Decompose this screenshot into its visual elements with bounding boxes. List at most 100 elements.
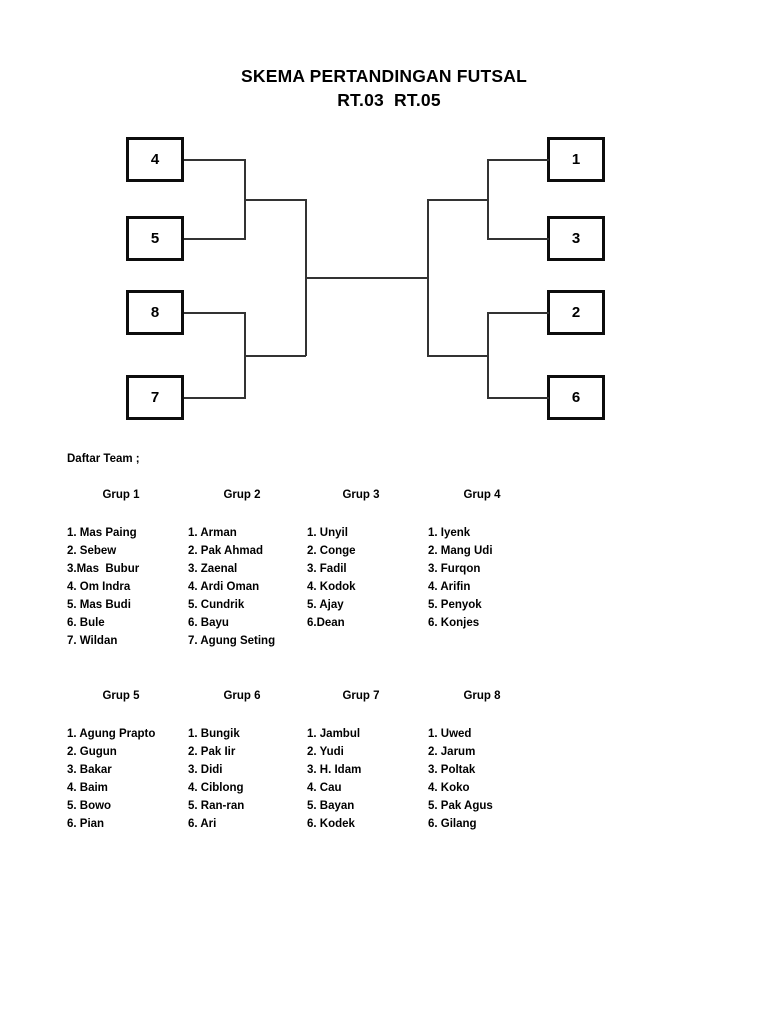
bracket-seed-box-left-2[interactable]: 5 [126,216,184,261]
group-member: 1. Arman [188,527,237,539]
group-member: 3. H. Idam [307,764,362,776]
group-member-list-1: 1. Mas Paing 2. Sebew 3.Mas Bubur 4. Om … [67,524,197,650]
group-block-7: Grup 7 1. Jambul 2. Yudi 3. H. Idam 4. C… [307,690,437,833]
bracket-seed-box-right-4[interactable]: 6 [547,375,605,420]
bracket-seed-box-right-1[interactable]: 1 [547,137,605,182]
group-member: 5. Ran-ran [188,800,245,812]
group-member: 2. Sebew [67,545,117,557]
group-member: 3. Fadil [307,563,347,575]
group-title-2: Grup 2 [223,489,261,501]
group-block-6: Grup 6 1. Bungik 2. Pak Iir 3. Didi 4. C… [188,690,318,833]
group-member: 1. Mas Paing [67,527,137,539]
team-list-heading: Daftar Team ; [67,453,140,465]
bracket-connector-left-top-out [244,199,306,201]
group-block-3: Grup 3 1. Unyil 2. Conge 3. Fadil 4. Kod… [307,489,437,632]
bracket-seed-box-left-3[interactable]: 8 [126,290,184,335]
group-member: 7. Wildan [67,635,118,647]
group-member: 4. Baim [67,782,108,794]
group-member: 3. Zaenal [188,563,238,575]
group-member: 6. Konjes [428,617,480,629]
bracket-seed-box-right-2[interactable]: 3 [547,216,605,261]
group-member: 4. Koko [428,782,470,794]
group-member: 2. Jarum [428,746,476,758]
group-block-5: Grup 5 1. Agung Prapto 2. Gugun 3. Bakar… [67,690,197,833]
group-block-8: Grup 8 1. Uwed 2. Jarum 3. Poltak 4. Kok… [428,690,558,833]
bracket-connector-left-top-2 [184,238,246,240]
group-title-8: Grup 8 [463,690,501,702]
bracket-seed-box-left-4[interactable]: 7 [126,375,184,420]
group-member: 5. Ajay [307,599,344,611]
group-member: 5. Cundrik [188,599,245,611]
bracket-connector-right-top-2 [487,238,549,240]
group-block-2: Grup 2 1. Arman 2. Pak Ahmad 3. Zaenal 4… [188,489,318,650]
title-line-2: RT.03 RT.05 [337,90,441,110]
group-member: 4. Om Indra [67,581,131,593]
group-title-7: Grup 7 [342,690,380,702]
group-member: 6. Kodek [307,818,355,830]
group-member: 6. Bayu [188,617,229,629]
group-member: 6. Ari [188,818,217,830]
bracket-connector-right-top-1 [487,159,549,161]
group-title-3: Grup 3 [342,489,380,501]
bracket-connector-right-bottom-1 [487,312,549,314]
bracket-connector-left-bottom-out [244,355,306,357]
bracket-seed-box-left-1[interactable]: 4 [126,137,184,182]
group-member: 1. Jambul [307,728,361,740]
group-member: 1. Uwed [428,728,472,740]
bracket-connector-left-bottom-1 [184,312,246,314]
group-member: 4. Ciblong [188,782,244,794]
group-member: 6.Dean [307,617,345,629]
group-member: 6. Pian [67,818,105,830]
tournament-bracket: 4 5 8 7 1 3 2 6 [0,0,768,440]
bracket-connector-right-bottom-out [427,355,489,357]
group-member: 1. Bungik [188,728,240,740]
group-member: 3. Furqon [428,563,481,575]
group-member: 2. Conge [307,545,356,557]
page-title: SKEMA PERTANDINGAN FUTSAL RT.03 RT.05 [0,64,768,112]
group-member: 1. Unyil [307,527,348,539]
group-member: 2. Pak Ahmad [188,545,263,557]
group-member-list-6: 1. Bungik 2. Pak Iir 3. Didi 4. Ciblong … [188,725,318,833]
group-member: 5. Penyok [428,599,482,611]
bracket-seed-box-right-3[interactable]: 2 [547,290,605,335]
title-line-1: SKEMA PERTANDINGAN FUTSAL [241,66,527,86]
bracket-connector-final-center [305,277,429,279]
group-member: 4. Cau [307,782,342,794]
group-member-list-3: 1. Unyil 2. Conge 3. Fadil 4. Kodok 5. A… [307,524,437,632]
group-member: 3. Didi [188,764,223,776]
group-member: 4. Kodok [307,581,356,593]
group-member: 1. Iyenk [428,527,471,539]
bracket-connector-left-top-1 [184,159,246,161]
group-member: 2. Mang Udi [428,545,493,557]
group-member: 2. Yudi [307,746,344,758]
group-member-list-7: 1. Jambul 2. Yudi 3. H. Idam 4. Cau 5. B… [307,725,437,833]
group-block-4: Grup 4 1. Iyenk 2. Mang Udi 3. Furqon 4.… [428,489,558,632]
group-member: 6. Gilang [428,818,477,830]
group-member: 3. Poltak [428,764,476,776]
group-member: 5. Pak Agus [428,800,493,812]
group-title-5: Grup 5 [102,690,140,702]
group-member-list-5: 1. Agung Prapto 2. Gugun 3. Bakar 4. Bai… [67,725,197,833]
group-title-4: Grup 4 [463,489,501,501]
bracket-connector-left-bottom-2 [184,397,246,399]
group-member: 2. Gugun [67,746,117,758]
group-member: 7. Agung Seting [188,635,276,647]
group-title-1: Grup 1 [102,489,140,501]
group-member: 5. Bayan [307,800,355,812]
group-member: 2. Pak Iir [188,746,236,758]
group-title-6: Grup 6 [223,690,261,702]
group-member-list-4: 1. Iyenk 2. Mang Udi 3. Furqon 4. Arifin… [428,524,558,632]
group-member: 5. Mas Budi [67,599,131,611]
group-member: 3. Bakar [67,764,112,776]
group-member: 4. Ardi Oman [188,581,260,593]
group-block-1: Grup 1 1. Mas Paing 2. Sebew 3.Mas Bubur… [67,489,197,650]
group-member: 4. Arifin [428,581,471,593]
bracket-connector-right-bottom-2 [487,397,549,399]
group-member-list-2: 1. Arman 2. Pak Ahmad 3. Zaenal 4. Ardi … [188,524,318,650]
group-member: 3.Mas Bubur [67,563,140,575]
bracket-connector-right-top-out [427,199,489,201]
group-member: 6. Bule [67,617,105,629]
group-member: 1. Agung Prapto [67,728,156,740]
group-member-list-8: 1. Uwed 2. Jarum 3. Poltak 4. Koko 5. Pa… [428,725,558,833]
group-member: 5. Bowo [67,800,112,812]
